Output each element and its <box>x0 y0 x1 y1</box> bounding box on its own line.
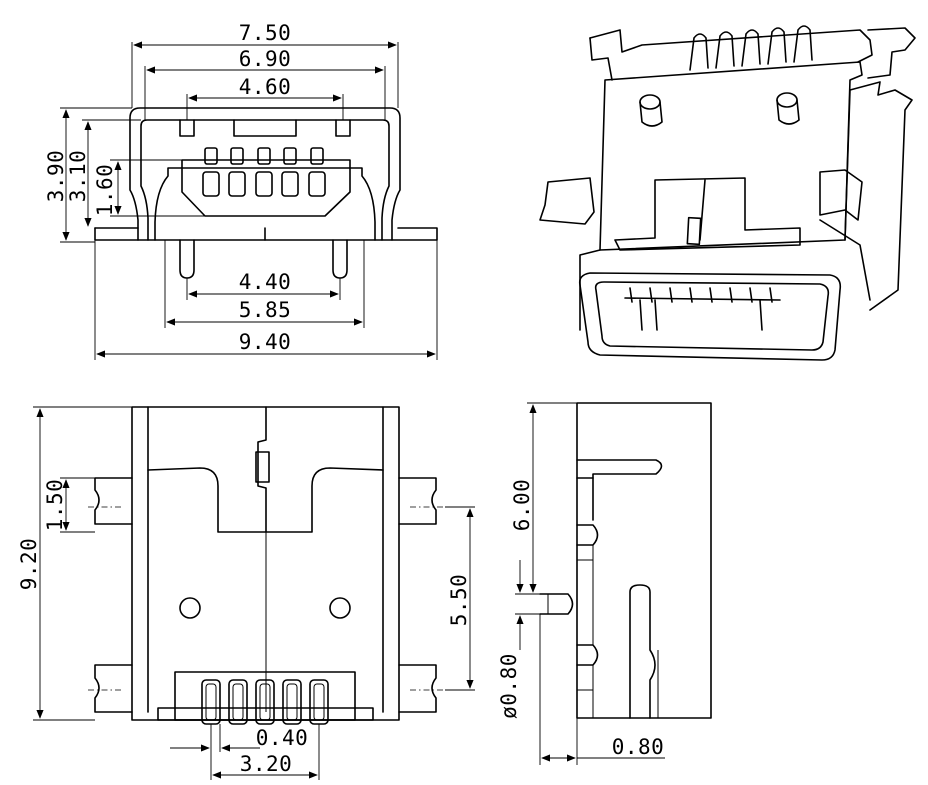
dim-pin-span: 3.20 <box>240 752 293 776</box>
dim-height-pin: 6.00 <box>510 479 534 532</box>
front-dimensions: 7.50 6.90 4.60 3.90 3.10 1.60 4.40 <box>44 21 438 360</box>
dim-height-total: 3.90 <box>44 150 68 203</box>
dim-tab-spacing: 5.50 <box>447 574 471 627</box>
iso-contacts <box>624 287 781 331</box>
dim-width-total: 9.40 <box>239 330 292 354</box>
dim-width-shell: 6.90 <box>239 47 292 71</box>
isometric-view <box>539 25 916 361</box>
dim-pin-pitch: 0.40 <box>256 726 309 750</box>
dim-length-total: 9.20 <box>17 538 41 591</box>
top-pins <box>201 679 329 725</box>
front-contacts <box>202 147 326 197</box>
side-view: 6.00 ø0.80 0.80 <box>497 402 712 765</box>
dim-height-opening: 1.60 <box>93 164 117 217</box>
dim-width-opening: 4.60 <box>239 75 292 99</box>
dim-tab-width: 1.50 <box>43 479 67 532</box>
side-dimensions: 6.00 ø0.80 0.80 <box>497 402 665 765</box>
dim-post-span: 5.85 <box>239 298 292 322</box>
top-view: 9.20 1.50 5.50 0.40 3.20 <box>17 406 475 780</box>
top-dimensions: 9.20 1.50 5.50 0.40 3.20 <box>17 406 475 780</box>
iso-top-pins <box>689 25 813 71</box>
dim-post-height: 0.80 <box>612 735 665 759</box>
dim-width-overall: 7.50 <box>239 21 292 45</box>
dim-height-shell: 3.10 <box>66 150 90 203</box>
front-view: 7.50 6.90 4.60 3.90 3.10 1.60 4.40 <box>44 21 438 360</box>
dim-pin-pitch-post: 4.40 <box>239 270 292 294</box>
dim-post-diameter: ø0.80 <box>497 653 521 719</box>
